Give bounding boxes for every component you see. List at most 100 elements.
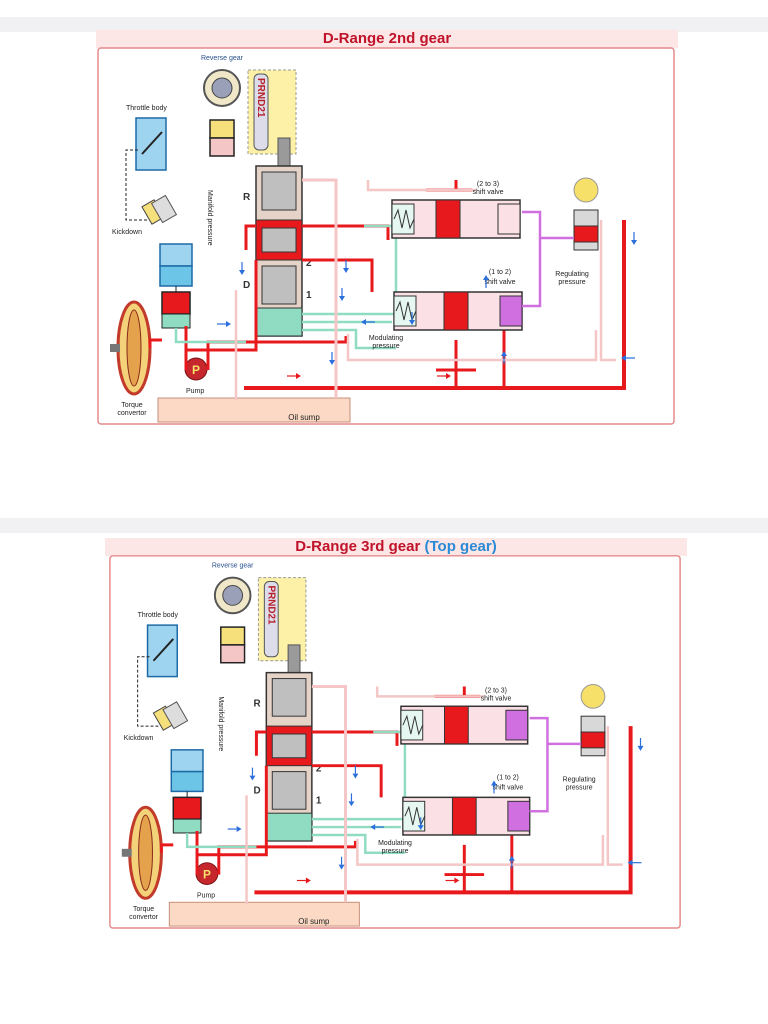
manual-to-1-2-line — [302, 258, 374, 292]
shift-valve-1-2-label-line2: shift valve — [484, 279, 515, 286]
shift-valve-2-3-coil — [402, 714, 424, 736]
pressure-arrow — [454, 877, 460, 884]
shift-valve-2-3-label-line2: shift valve — [481, 695, 512, 702]
governor-weight-icon — [580, 684, 606, 709]
reverse-gear-drum — [222, 585, 244, 606]
torque-convertor-label-line2: convertor — [117, 410, 147, 417]
manual-valve-port-1: 1 — [306, 290, 312, 301]
lower-return-line — [346, 330, 598, 362]
torque-convertor-shaft — [110, 344, 120, 352]
flow-arrow — [361, 319, 366, 325]
shift-valve-1-2-label-line2: shift valve — [492, 784, 523, 791]
shift-valve-2-3-label-line1: (2 to 3) — [477, 181, 499, 188]
shift-valve-2-3-governor-end — [505, 709, 529, 741]
shift-valve-2-3-label-line2: shift valve — [472, 189, 503, 196]
pump-letter: P — [192, 363, 200, 377]
flow-arrow — [637, 745, 644, 751]
throttle-body-label: Throttle body — [138, 612, 179, 619]
manual-exhaust-line — [311, 685, 347, 903]
throttle-valve-spool — [172, 796, 202, 820]
manual-exhaust-line — [302, 178, 338, 398]
vacuum-link — [137, 656, 160, 727]
selector-positions: PRND21 — [265, 586, 276, 625]
torque-convertor-core — [126, 309, 142, 387]
main-pressure-line — [206, 336, 348, 370]
flow-arrow — [348, 801, 355, 807]
vacuum-link — [125, 149, 148, 221]
shift-valve-1-2-governor-end — [507, 800, 531, 832]
modulating-line — [311, 833, 405, 855]
flow-arrow — [508, 855, 515, 861]
selector-lever — [263, 581, 279, 658]
torque-convertor-label-line2: convertor — [129, 914, 158, 921]
manual-to-1-2-line — [311, 764, 383, 798]
flow-arrow — [329, 360, 335, 365]
modulating-pressure-label-line1: Modulating — [378, 840, 412, 847]
shift-valve-2-3-land — [435, 199, 461, 239]
shift-valve-1-2-coil — [395, 300, 417, 322]
pressure-arrow — [446, 373, 451, 379]
reverse-servo-spring — [220, 626, 246, 646]
manual-valve-stem — [277, 137, 291, 169]
panel-frame — [109, 555, 681, 929]
throttle-valve-body — [170, 770, 204, 793]
throttle-valve-spring — [170, 749, 204, 773]
governor-valve-spool — [580, 731, 606, 749]
throttle-valve-spool — [161, 291, 191, 315]
pressure-arrow — [305, 877, 311, 884]
regulating-return-line — [606, 726, 623, 866]
flow-arrow — [417, 825, 424, 831]
modulating-pressure-label-line2: pressure — [382, 848, 409, 855]
flow-arrow — [338, 864, 345, 870]
diagram-title: D-Range 2nd gear — [96, 30, 678, 48]
manual-valve-base — [265, 812, 313, 842]
oil-sump — [157, 397, 351, 423]
manual-valve-port-2: 2 — [316, 764, 322, 775]
reverse-servo-spring — [209, 119, 235, 139]
manifold-pressure-label: Manifold pressure — [206, 190, 213, 246]
main-pressure-line — [217, 840, 357, 875]
manual-valve-land-1 — [261, 171, 297, 211]
manual-valve-port-1: 1 — [316, 795, 322, 806]
convertor-feed-line — [148, 338, 162, 348]
shift-valve-1-2-land — [443, 291, 469, 331]
main-return-line — [254, 726, 633, 895]
shift-valve-1-2-label-line1: (1 to 2) — [497, 775, 519, 782]
diagram-title-suffix: (Top gear) — [424, 538, 497, 555]
convertor-feed-line — [159, 843, 174, 853]
flow-arrow — [226, 321, 231, 327]
regulating-feed-line — [522, 210, 542, 308]
diagram-title-text: D-Range 2nd gear — [322, 30, 452, 47]
flow-arrow — [339, 296, 345, 301]
throttle-valve-body — [159, 265, 193, 287]
upper-return-line — [375, 686, 485, 698]
governor-valve-spool — [573, 225, 599, 243]
shift-valve-1-2-land — [451, 796, 477, 836]
flow-arrow — [239, 270, 245, 275]
manual-r-port-line — [244, 224, 256, 250]
manual-valve-land-1 — [271, 678, 307, 717]
shift-valve-1-2-governor-end — [499, 295, 523, 327]
pump-label: Pump — [197, 892, 215, 899]
flow-arrow — [483, 275, 489, 280]
flow-arrow — [631, 240, 637, 245]
shift-valve-1-2-coil — [404, 805, 426, 827]
shift-valve-2-3-governor-end — [497, 203, 521, 235]
upper-return-line — [366, 180, 476, 192]
reverse-gear-drum — [211, 77, 233, 99]
reverse-gear-label: Reverse gear — [201, 55, 244, 62]
middle-divider-band — [0, 518, 768, 533]
throttle-plate — [152, 638, 175, 662]
top-divider-band — [0, 17, 768, 32]
manual-valve-port-r: R — [253, 698, 260, 709]
governor-weight-icon — [573, 177, 599, 203]
flow-arrow — [249, 775, 256, 781]
shift-valve-2-3-land — [444, 705, 469, 745]
torque-convertor-shaft — [121, 848, 132, 857]
reverse-servo-piston — [220, 644, 246, 664]
reverse-gear-label: Reverse gear — [212, 563, 254, 570]
throttle-valve-chamber — [172, 818, 202, 834]
manual-r-port-line — [254, 730, 267, 756]
manual-valve-land-2 — [261, 227, 297, 253]
